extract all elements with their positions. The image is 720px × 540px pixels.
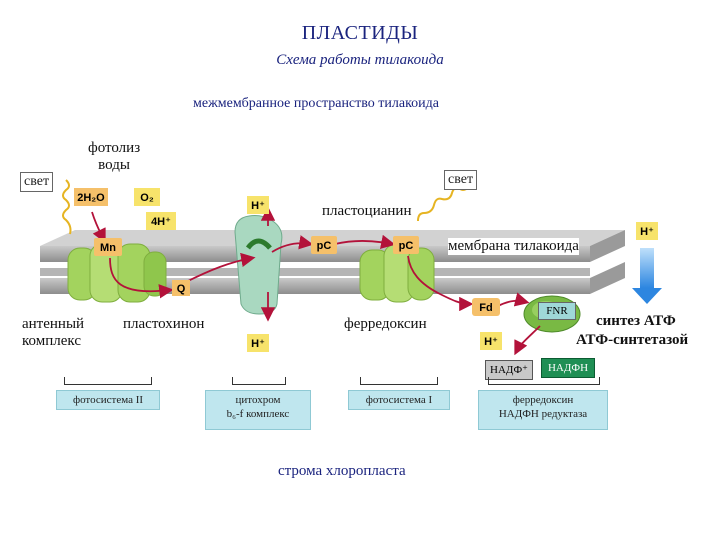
tag-oxygen: O₂ [134, 188, 160, 206]
svg-text:pC: pC [399, 240, 414, 252]
page-title: ПЛАСТИДЫ [301, 22, 419, 44]
stroma-label: строма хлоропласта [278, 463, 406, 479]
tag-nadp: НАДФ⁺ [485, 360, 533, 380]
tag-nadph: НАДФН [541, 358, 595, 378]
tag-h-right: H⁺ [636, 222, 658, 240]
plastocyanin-label: пластоцианин [322, 203, 412, 219]
page-subtitle: Схема работы тилакоида [276, 52, 444, 68]
cytochrome-complex-protein [234, 215, 283, 315]
tag-fnr: FNR [538, 302, 576, 320]
bracket-cyt [232, 377, 286, 385]
intermembrane-label: межмембранное пространство тилакоида [193, 96, 440, 111]
svg-text:2H₂O: 2H₂O [77, 192, 105, 204]
tag-mn: Mn [94, 238, 122, 256]
svg-text:H⁺: H⁺ [251, 200, 265, 212]
tag-h-fnr: H⁺ [480, 332, 502, 350]
svg-text:pC: pC [317, 240, 332, 252]
ferredoxin-label: ферредоксин [344, 316, 427, 332]
plastoquinone-label: пластохинон [123, 316, 205, 332]
box-photosystem-1: фотосистема I [348, 390, 450, 410]
tag-fd: Fd [472, 298, 500, 316]
tag-pc-left: pC [311, 236, 337, 254]
membrane-label: мембрана тилакоида [448, 238, 579, 255]
atp-synthase-label: АТФ-синтетазой [576, 332, 689, 348]
light-right-label: свет [444, 170, 478, 190]
tag-q: Q [172, 280, 190, 296]
svg-text:Mn: Mn [100, 242, 116, 254]
tag-h-top: H⁺ [247, 196, 269, 214]
bracket-ps1 [360, 377, 438, 385]
svg-text:4H⁺: 4H⁺ [151, 216, 171, 228]
box-fnr-reductase: ферредоксин НАДФН редуктаза [478, 390, 608, 430]
tag-water: 2H₂O [74, 188, 108, 206]
light-left-label: свет [20, 172, 54, 192]
antenna-label: антенный комплекс [22, 316, 85, 349]
atp-synthesis-label: синтез АТФ [596, 313, 676, 329]
svg-text:Fd: Fd [479, 302, 492, 314]
svg-text:Q: Q [177, 283, 186, 295]
tag-pc-right: pC [393, 236, 419, 254]
bracket-ps2 [64, 377, 152, 385]
bracket-fnr [488, 377, 600, 385]
box-cytochrome-complex: цитохром b₆-f комплекс [205, 390, 311, 430]
svg-text:H⁺: H⁺ [251, 338, 265, 350]
svg-text:H⁺: H⁺ [484, 336, 498, 348]
svg-text:H⁺: H⁺ [640, 226, 654, 238]
photolysis-label: фотолиз воды [88, 140, 141, 173]
light-ray-left [62, 179, 72, 235]
svg-text:O₂: O₂ [140, 192, 154, 204]
tag-h-bottom: H⁺ [247, 334, 269, 352]
atp-synthase-arrow [632, 248, 662, 304]
box-photosystem-2: фотосистема II [56, 390, 160, 410]
tag-four-h: 4H⁺ [146, 212, 176, 230]
light-ray-right [417, 185, 471, 222]
photosystem-1-protein [359, 243, 435, 303]
